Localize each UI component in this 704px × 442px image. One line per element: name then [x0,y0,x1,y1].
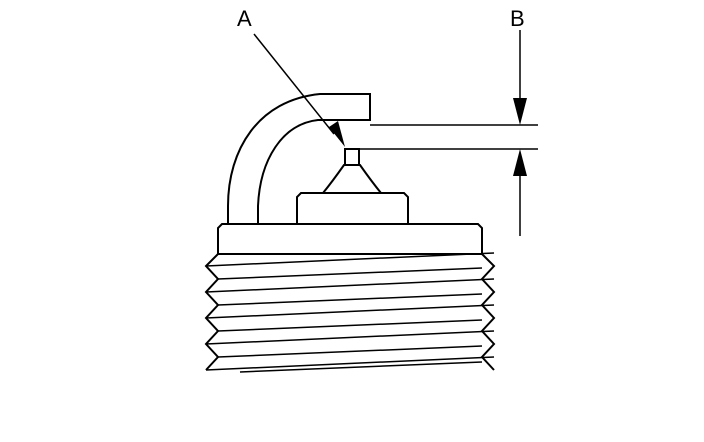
center-electrode [320,148,384,194]
leader-a [253,33,345,147]
insulator [296,192,409,225]
ground-electrode [227,93,371,225]
shell-top [217,223,483,255]
threaded-body [204,252,496,373]
arrow-up-icon [513,149,527,176]
label-a: A [237,6,252,31]
arrow-down-icon [513,98,527,125]
gap-dimension [360,30,538,236]
label-b: B [510,6,525,31]
arrow-icon [329,121,345,147]
